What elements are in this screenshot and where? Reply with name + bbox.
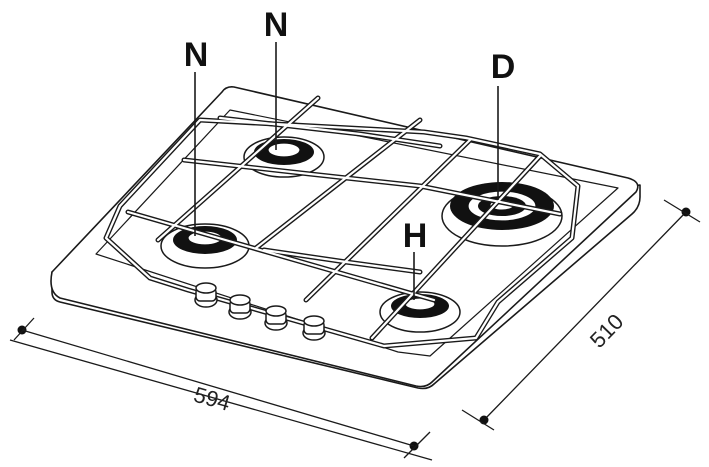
dimension-depth-label: 510 xyxy=(585,309,628,353)
knob-1 xyxy=(194,282,218,308)
label-burner-right-large: D xyxy=(491,48,516,86)
knob-4 xyxy=(302,315,326,341)
label-burner-bottom-right: H xyxy=(403,217,428,255)
burner-top-middle xyxy=(243,136,325,178)
pan-supports-inner xyxy=(104,96,580,348)
control-knobs xyxy=(194,282,326,341)
label-burner-top-left: N xyxy=(184,36,209,74)
label-burner-top-middle: N xyxy=(264,6,289,44)
burner-top-left xyxy=(160,223,250,269)
dimension-width-label: 594 xyxy=(191,382,233,416)
knob-3 xyxy=(264,305,288,331)
knob-2 xyxy=(228,294,252,320)
leader-lines xyxy=(194,42,499,300)
